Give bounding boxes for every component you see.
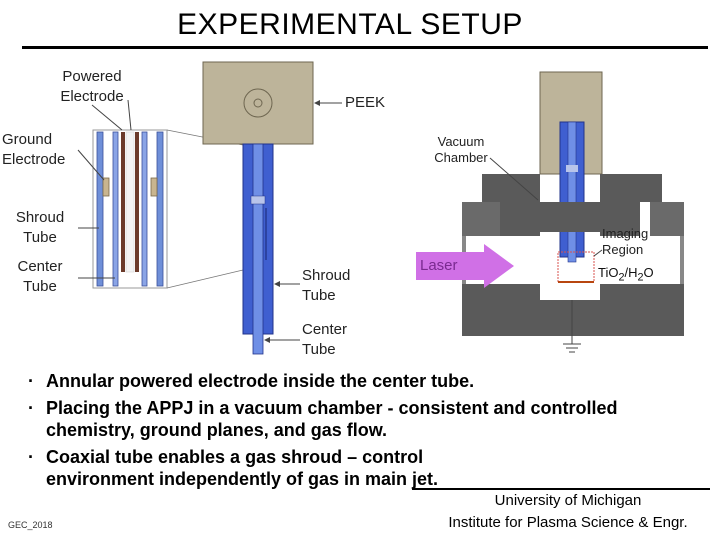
chamber-lid <box>482 174 662 236</box>
ground-electrode-left <box>102 177 110 197</box>
bullet-item: ·Annular powered electrode inside the ce… <box>28 371 475 391</box>
powered-electrode-right <box>135 132 139 272</box>
affiliation-rule <box>412 488 710 490</box>
label-ground-electrode: Ground Electrode <box>2 131 66 168</box>
bullet-list: ·Annular powered electrode inside the ce… <box>28 370 708 495</box>
jet-assembly <box>202 61 342 355</box>
laser-arrow <box>416 244 514 288</box>
bullet-item: ·Coaxial tube enables a gas shroud – con… <box>28 447 439 489</box>
jet-cross-section <box>77 99 168 289</box>
center-tube-wall-right <box>141 131 148 287</box>
shroud-tube-wall-right <box>156 131 164 287</box>
label-peek: PEEK <box>345 94 386 111</box>
affiliation-line2: Institute for Plasma Science & Engr. <box>448 514 688 531</box>
chamber-wall-right <box>650 202 684 236</box>
ground-electrode-right <box>150 177 158 197</box>
label-laser: Laser <box>420 257 458 274</box>
slide-code: GEC_2018 <box>8 520 53 530</box>
label-vacuum-chamber: Vacuum Chamber <box>434 134 488 165</box>
page-title: EXPERIMENTAL SETUP <box>177 8 523 41</box>
label-shroud-tube-mid: Shroud Tube <box>302 267 351 304</box>
label-center-tube-mid: Center Tube <box>302 321 348 358</box>
vacuum-chamber <box>416 71 684 353</box>
label-tio2-h2o: TiO2/H2O <box>598 265 654 284</box>
chamber-wall-left <box>462 202 500 236</box>
affiliation-line1: University of Michigan <box>494 492 642 509</box>
powered-electrode-left <box>121 132 125 272</box>
title-underline <box>22 46 708 49</box>
label-powered-electrode: Powered Electrode <box>60 68 124 105</box>
peek-block <box>202 61 314 145</box>
shroud-tube-wall-left <box>96 131 104 287</box>
chamber-base <box>462 284 684 336</box>
label-shroud-tube-left: Shroud Tube <box>15 209 65 246</box>
label-center-tube-left: Center Tube <box>17 258 63 295</box>
bullet-item: ·Placing the APPJ in a vacuum chamber - … <box>28 398 618 440</box>
label-imaging-region: Imaging Region <box>602 226 649 257</box>
affiliation: University of Michigan Institute for Pla… <box>420 490 716 534</box>
setup-diagram <box>77 61 684 355</box>
center-tube-wall-left <box>112 131 119 287</box>
center-tube <box>252 143 264 355</box>
